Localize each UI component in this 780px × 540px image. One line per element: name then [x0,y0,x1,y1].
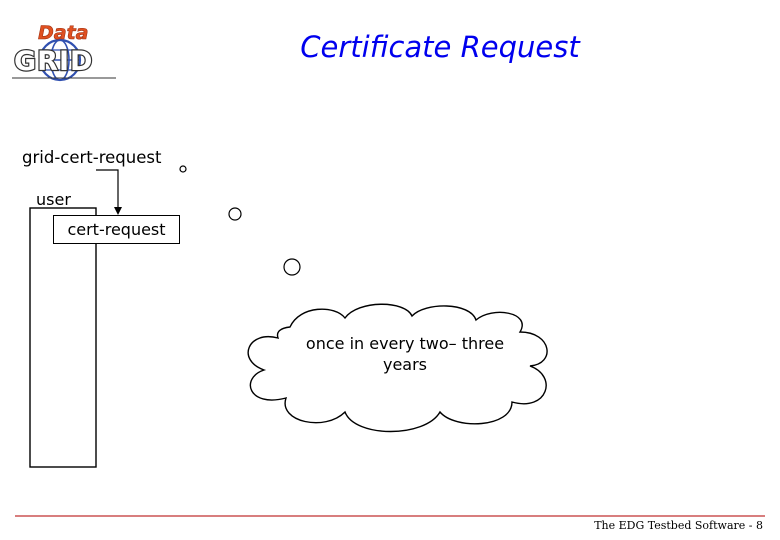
user-lifeline-box [29,207,97,468]
request-arrow-line [96,169,119,210]
thought-bubble-small [179,165,187,173]
cert-request-box: cert-request [53,215,180,244]
page-title: Certificate Request [300,30,580,64]
logo-data-text: Data [38,22,89,44]
logo-grid-text: GRID [14,46,93,77]
request-arrowhead [114,207,122,215]
thought-cloud [247,303,548,433]
thought-bubble-medium [228,207,242,221]
footer-text: The EDG Testbed Software - 8 [594,519,763,532]
datagrid-logo: Data GRID [12,22,116,82]
thought-text: once in every two– three years [305,334,505,374]
thought-bubble-large [283,258,301,276]
command-label: grid-cert-request [22,148,162,167]
user-label: user [36,190,71,209]
